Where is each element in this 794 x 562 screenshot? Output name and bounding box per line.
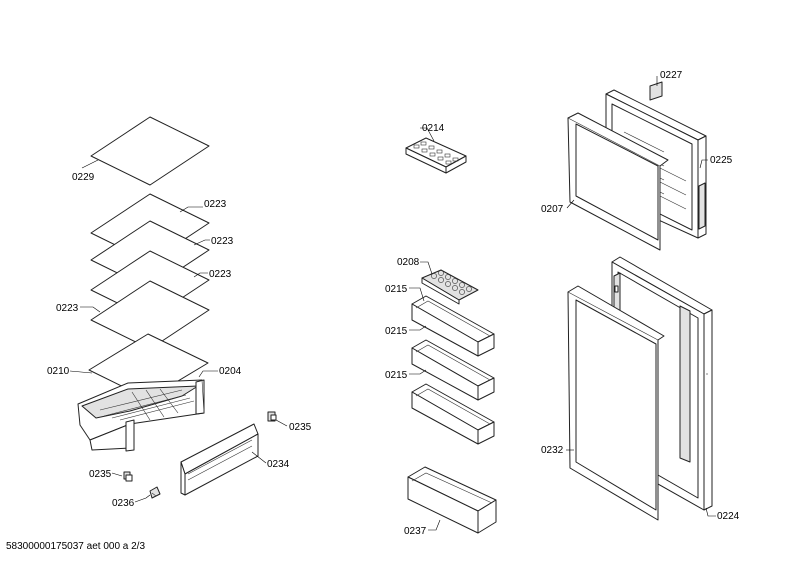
label-0227: 0227	[660, 70, 683, 81]
label-0214: 0214	[422, 123, 445, 134]
freezer-door-gasket-0207	[567, 112, 669, 251]
glass-shelf-0229	[90, 116, 210, 186]
label-0232: 0232	[541, 445, 564, 456]
label-0223-4: 0223	[56, 303, 79, 314]
label-0210: 0210	[47, 366, 70, 377]
label-0215-2: 0215	[385, 326, 408, 337]
label-0204: 0204	[219, 366, 242, 377]
ice-cube-tray-0214	[405, 137, 467, 174]
label-0215-1: 0215	[385, 284, 408, 295]
label-0208: 0208	[397, 257, 420, 268]
part-labels: 0229 0223 0223 0223 0223 0210 0204 0235 …	[47, 70, 740, 537]
label-0223-3: 0223	[209, 269, 232, 280]
label-0223-2: 0223	[211, 236, 234, 247]
label-0215-3: 0215	[385, 370, 408, 381]
label-0234: 0234	[267, 459, 290, 470]
clip-0235-right	[267, 411, 277, 422]
crisper-drawer-0204	[77, 379, 205, 452]
clip-0236	[149, 486, 161, 499]
label-0223-1: 0223	[204, 199, 227, 210]
leader-lines-middle	[409, 127, 441, 531]
label-0224: 0224	[717, 511, 740, 522]
door-balcony-0215-2	[411, 339, 495, 401]
fridge-door-gasket-0232	[567, 285, 665, 521]
clip-0235-left	[123, 471, 133, 482]
label-0225: 0225	[710, 155, 733, 166]
door-balcony-0215-1	[411, 295, 495, 357]
bottle-balcony-0237	[407, 466, 497, 534]
label-0235-right: 0235	[289, 422, 312, 433]
label-0207: 0207	[541, 204, 564, 215]
egg-tray-0208	[421, 269, 479, 305]
label-0237: 0237	[404, 526, 427, 537]
label-0236: 0236	[112, 498, 135, 509]
info-label-0227	[649, 81, 663, 101]
drawer-front-0234	[180, 423, 259, 496]
door-balcony-0215-3	[411, 383, 495, 445]
leader-lines-left	[69, 159, 288, 503]
glass-shelf-0223-4	[90, 280, 210, 350]
label-0235-left: 0235	[89, 469, 112, 480]
leader-lines-right	[566, 76, 716, 517]
document-footer-code: 58300000175037 aet 000 a 2/3	[6, 541, 146, 552]
label-0229: 0229	[72, 172, 95, 183]
